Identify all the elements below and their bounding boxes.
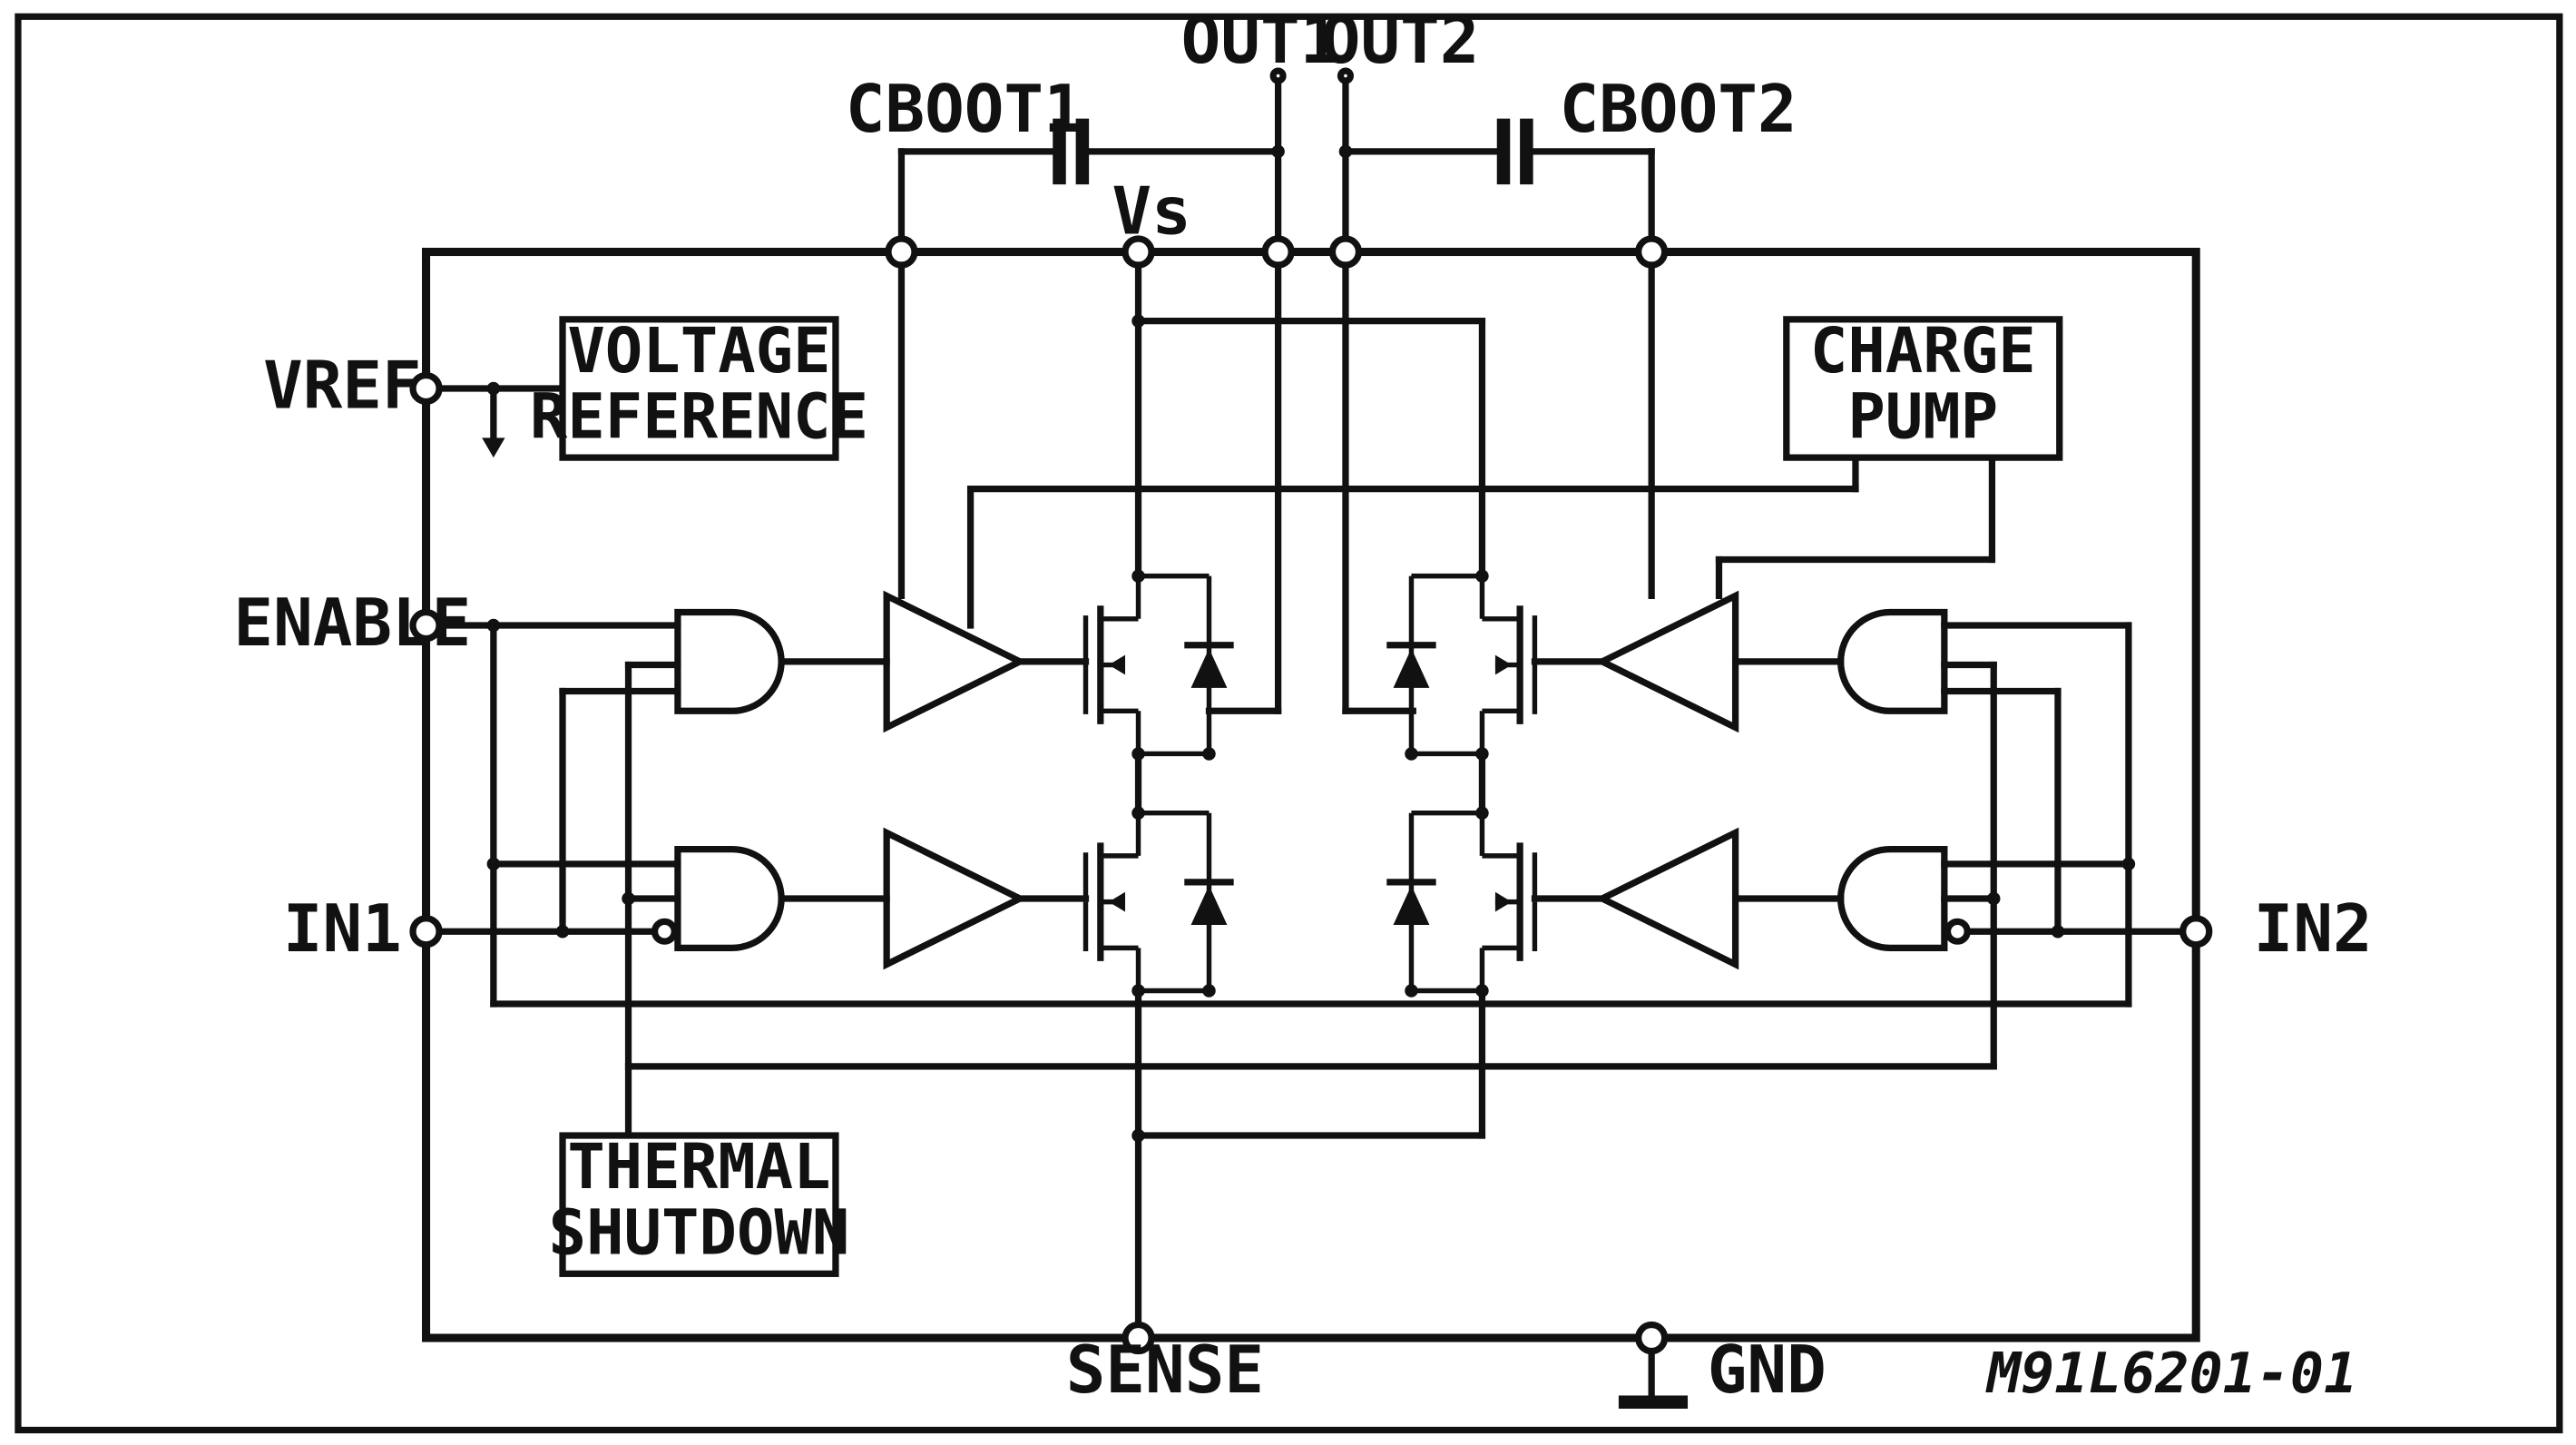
voltage-reference-label-2: REFERENCE bbox=[530, 380, 868, 453]
in2-pin bbox=[2179, 915, 2213, 949]
high-side-mosfet-1-icon bbox=[1086, 569, 1231, 760]
cboot1-capacitor-icon bbox=[1053, 118, 1090, 185]
and-gate-3-icon bbox=[1837, 608, 1948, 714]
out2-package-pin bbox=[1328, 235, 1363, 269]
out1-label: OUT1 bbox=[1181, 3, 1340, 79]
top-wiring bbox=[897, 75, 1655, 256]
and-gate-4-icon bbox=[1837, 845, 1948, 951]
voltage-reference-block: VOLTAGE REFERENCE bbox=[530, 315, 868, 461]
low-side-mosfet-1-icon bbox=[1086, 806, 1231, 997]
high-side-mosfet-2-icon bbox=[1390, 569, 1535, 760]
driver-1-high-icon bbox=[883, 590, 1028, 733]
ic-package bbox=[422, 247, 2200, 1342]
cboot2-capacitor-icon bbox=[1496, 118, 1533, 185]
in1-pin bbox=[409, 915, 443, 949]
vref-pin bbox=[409, 371, 443, 406]
gnd-symbol-icon bbox=[1618, 1347, 1689, 1409]
enable-pin bbox=[409, 608, 443, 643]
out2-pin bbox=[1337, 67, 1355, 84]
and-gates bbox=[651, 608, 1971, 951]
driver-2-low-icon bbox=[1594, 827, 1739, 970]
cboot2-package-pin bbox=[1635, 235, 1669, 269]
driver-1-low-icon bbox=[883, 827, 1028, 970]
thermal-shutdown-block: THERMAL SHUTDOWN bbox=[549, 1131, 850, 1277]
and-gate-2-icon bbox=[674, 845, 785, 951]
vs-pin bbox=[1121, 235, 1155, 269]
outer-frame bbox=[15, 13, 2563, 1434]
gate-drivers bbox=[883, 454, 1996, 970]
vref-label: VREF bbox=[263, 349, 422, 425]
cboot1-pin bbox=[885, 235, 918, 269]
cboot2-label: CBOOT2 bbox=[1560, 72, 1797, 148]
charge-pump-block: CHARGE PUMP bbox=[1783, 315, 2063, 461]
enable-label: ENABLE bbox=[233, 585, 471, 662]
out1-pin bbox=[1269, 67, 1287, 84]
gnd-pin bbox=[1635, 1321, 1669, 1355]
charge-pump-label-2: PUMP bbox=[1847, 380, 1998, 453]
out1-package-pin bbox=[1261, 235, 1295, 269]
driver-2-high-icon bbox=[1594, 590, 1739, 733]
drawing-code: M91L6201-01 bbox=[1985, 1341, 2357, 1406]
and-gate-1-icon bbox=[674, 608, 785, 714]
charge-pump-label-1: CHARGE bbox=[1810, 315, 2036, 388]
logic-wiring bbox=[436, 381, 2187, 1139]
sense-label: SENSE bbox=[1066, 1332, 1264, 1409]
vs-label: Vs bbox=[1112, 174, 1191, 251]
gnd-label: GND bbox=[1708, 1332, 1827, 1409]
low-side-mosfet-2-icon bbox=[1390, 806, 1535, 997]
thermal-shutdown-label-1: THERMAL bbox=[567, 1131, 830, 1204]
cboot1-label: CBOOT1 bbox=[846, 72, 1083, 148]
in2-label: IN2 bbox=[2254, 891, 2373, 968]
voltage-reference-label-1: VOLTAGE bbox=[567, 315, 830, 388]
thermal-shutdown-label-2: SHUTDOWN bbox=[549, 1197, 850, 1270]
sense-pin bbox=[1121, 1321, 1155, 1355]
power-wiring bbox=[897, 261, 1655, 1330]
out2-label: OUT2 bbox=[1321, 3, 1480, 79]
in1-label: IN1 bbox=[283, 891, 402, 968]
